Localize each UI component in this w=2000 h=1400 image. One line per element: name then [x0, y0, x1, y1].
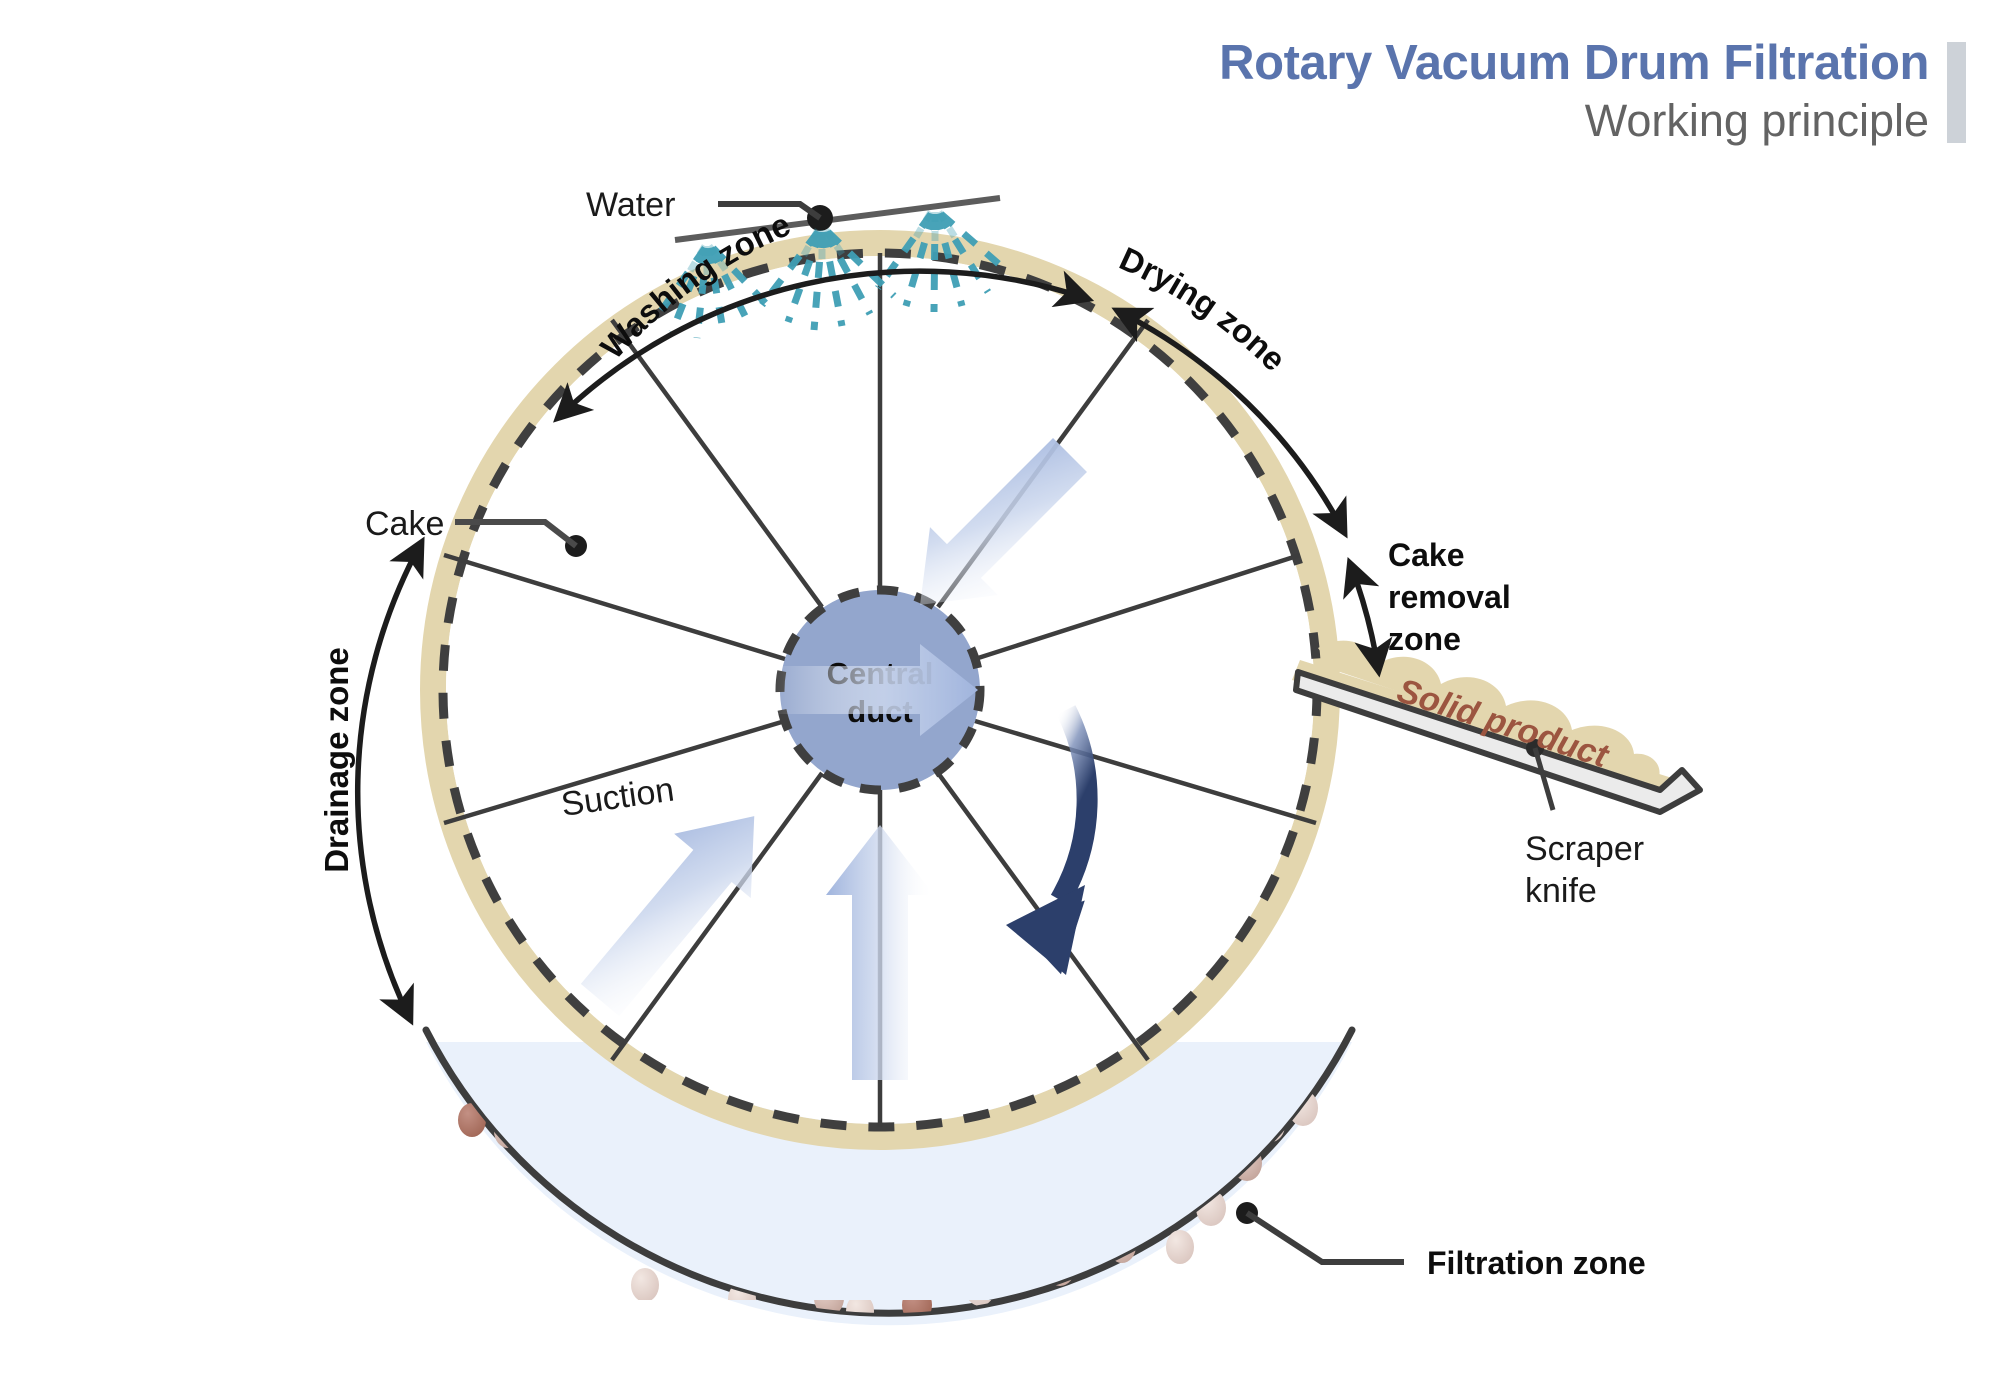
cake-callout: Cake: [365, 505, 587, 557]
drying-zone-arc[interactable]: [1111, 307, 1348, 539]
scraper-assembly: Scraper knife Solid product: [1292, 640, 1703, 910]
filtration-leader: [1245, 1210, 1404, 1265]
title-block: Rotary Vacuum Drum Filtration Working pr…: [1219, 36, 1966, 147]
zone-arcs: [354, 268, 1393, 1026]
scraper-blade: [1293, 669, 1703, 815]
spray-pipe: [674, 195, 1001, 243]
cake-removal-zone-arc[interactable]: [1343, 556, 1393, 678]
slurry-liquid: [426, 1042, 1352, 1326]
drainage-zone-arc[interactable]: [354, 536, 425, 1026]
cake-leader: [455, 519, 578, 549]
suction-arrow-bottom: [826, 825, 934, 1080]
rotation-arrow: [1006, 705, 1098, 975]
page-title: Rotary Vacuum Drum Filtration: [1219, 36, 1929, 90]
suction-arrows: [580, 438, 1087, 1080]
cake-removal-zone-label: Cake removal zone: [1388, 537, 1511, 657]
filtration-zone-callout: Filtration zone: [1236, 1202, 1646, 1281]
scraper-knife-leader: [1532, 747, 1556, 811]
suction-arrow-lower-left: [580, 816, 755, 1017]
title-accent-bar: [1947, 42, 1966, 144]
drainage-zone-label: Drainage zone: [318, 647, 355, 873]
title-text-wrap: Rotary Vacuum Drum Filtration Working pr…: [1219, 36, 1929, 147]
cake-removal-line1: Cake: [1388, 537, 1465, 573]
scraper-knife-label-line1: Scraper: [1525, 830, 1644, 868]
scraper-knife-label-line2: knife: [1525, 872, 1597, 910]
cake-removal-line2: removal: [1388, 579, 1511, 615]
page-subtitle: Working principle: [1584, 95, 1929, 147]
suction-arrow-left: [770, 644, 978, 736]
cake-removal-line3: zone: [1388, 621, 1461, 657]
cake-label: Cake: [365, 505, 444, 543]
water-leader: [718, 201, 822, 221]
washing-zone-arc[interactable]: [553, 268, 1095, 423]
suction-arrow-upper-right: [920, 438, 1087, 605]
water-label: Water: [586, 186, 675, 224]
filtration-zone-label: Filtration zone: [1427, 1245, 1646, 1281]
